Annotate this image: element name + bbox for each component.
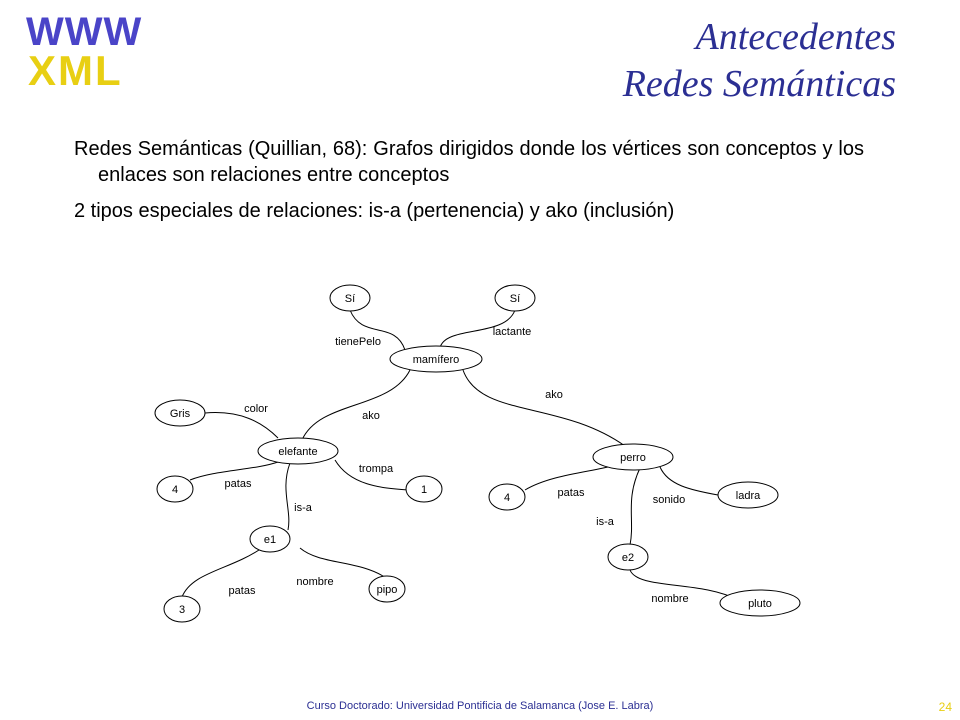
label-si-lactante: Sí bbox=[510, 293, 520, 305]
edge-label-color: color bbox=[244, 403, 268, 415]
label-three: 3 bbox=[179, 604, 185, 616]
logo-xml-text: XML bbox=[28, 47, 123, 94]
node-pipo bbox=[368, 575, 406, 603]
label-pipo: pipo bbox=[377, 584, 398, 596]
edge-nombre-e1 bbox=[299, 547, 387, 579]
edge-sonido bbox=[659, 466, 719, 496]
label-four-perro: 4 bbox=[504, 492, 510, 504]
node-mamifero bbox=[389, 345, 483, 373]
edge-label-nombre-e2: nombre bbox=[651, 593, 688, 605]
node-ladra bbox=[717, 481, 779, 509]
node-pluto bbox=[719, 589, 801, 617]
edge-label-lactante: lactante bbox=[493, 326, 532, 338]
node-one bbox=[405, 475, 443, 503]
label-four-elefante: 4 bbox=[172, 484, 178, 496]
label-perro: perro bbox=[620, 452, 646, 464]
slide-title-line1: Antecedentes bbox=[695, 16, 896, 58]
edge-label-tienepelo: tienePelo bbox=[335, 336, 381, 348]
label-e2: e2 bbox=[622, 552, 634, 564]
label-mamifero: mamífero bbox=[413, 354, 459, 366]
node-elefante bbox=[257, 437, 339, 465]
bullet-relation-types: 2 tipos especiales de relaciones: is-a (… bbox=[74, 200, 675, 222]
node-four-elefante bbox=[156, 475, 194, 503]
bullet-list: Redes Semánticas (Quillian, 68): Grafos … bbox=[74, 136, 864, 234]
edge-color bbox=[204, 412, 279, 439]
slide-title: Antecedentes Redes Semánticas bbox=[623, 14, 896, 108]
edge-tienepelo bbox=[349, 309, 406, 351]
edge-patas-e1 bbox=[181, 547, 263, 598]
node-si-lactante bbox=[494, 284, 536, 312]
edge-label-isa-e2: is-a bbox=[596, 516, 615, 528]
label-ladra: ladra bbox=[736, 490, 761, 502]
edge-ako-elefante bbox=[301, 369, 411, 441]
edge-label-sonido: sonido bbox=[653, 494, 685, 506]
edge-label-isa-e1: is-a bbox=[294, 502, 313, 514]
edge-patas-perro bbox=[524, 465, 613, 491]
edge-label-ako-elefante: ako bbox=[362, 410, 380, 422]
edge-isa-e2 bbox=[629, 467, 641, 546]
edge-ako-perro bbox=[462, 369, 626, 447]
edge-label-ako-perro: ako bbox=[545, 389, 563, 401]
label-e1: e1 bbox=[264, 534, 276, 546]
page-number: 24 bbox=[938, 700, 952, 714]
edge-label-nombre-e1: nombre bbox=[296, 576, 333, 588]
node-e2 bbox=[607, 543, 649, 571]
edge-lactante bbox=[439, 309, 516, 349]
node-four-perro bbox=[488, 483, 526, 511]
node-e1 bbox=[249, 525, 291, 553]
label-elefante: elefante bbox=[278, 446, 317, 458]
label-gris: Gris bbox=[170, 408, 191, 420]
edge-nombre-e2 bbox=[629, 569, 739, 601]
edge-patas-elefante bbox=[189, 461, 279, 481]
node-si-tienepelo bbox=[329, 284, 371, 312]
logo-www-text: WWW bbox=[26, 10, 143, 54]
edge-label-patas-elefante: patas bbox=[225, 478, 252, 490]
node-three bbox=[163, 595, 201, 623]
node-perro bbox=[592, 443, 674, 471]
node-gris bbox=[154, 399, 206, 427]
footer-course-credit: Curso Doctorado: Universidad Pontificia … bbox=[306, 700, 654, 712]
bullet-definition: Redes Semánticas (Quillian, 68): Grafos … bbox=[74, 138, 864, 186]
www-xml-logo: WWW XML bbox=[26, 12, 141, 94]
label-si-tienepelo: Sí bbox=[345, 293, 355, 305]
label-one: 1 bbox=[421, 484, 427, 496]
edge-isa-e1 bbox=[285, 462, 291, 531]
edge-trompa bbox=[334, 459, 409, 491]
edge-label-trompa: trompa bbox=[359, 463, 394, 475]
label-pluto: pluto bbox=[748, 598, 772, 610]
slide-title-line2: Redes Semánticas bbox=[622, 63, 896, 105]
edge-label-patas-perro: patas bbox=[558, 487, 585, 499]
edge-label-patas-e1: patas bbox=[229, 585, 256, 597]
